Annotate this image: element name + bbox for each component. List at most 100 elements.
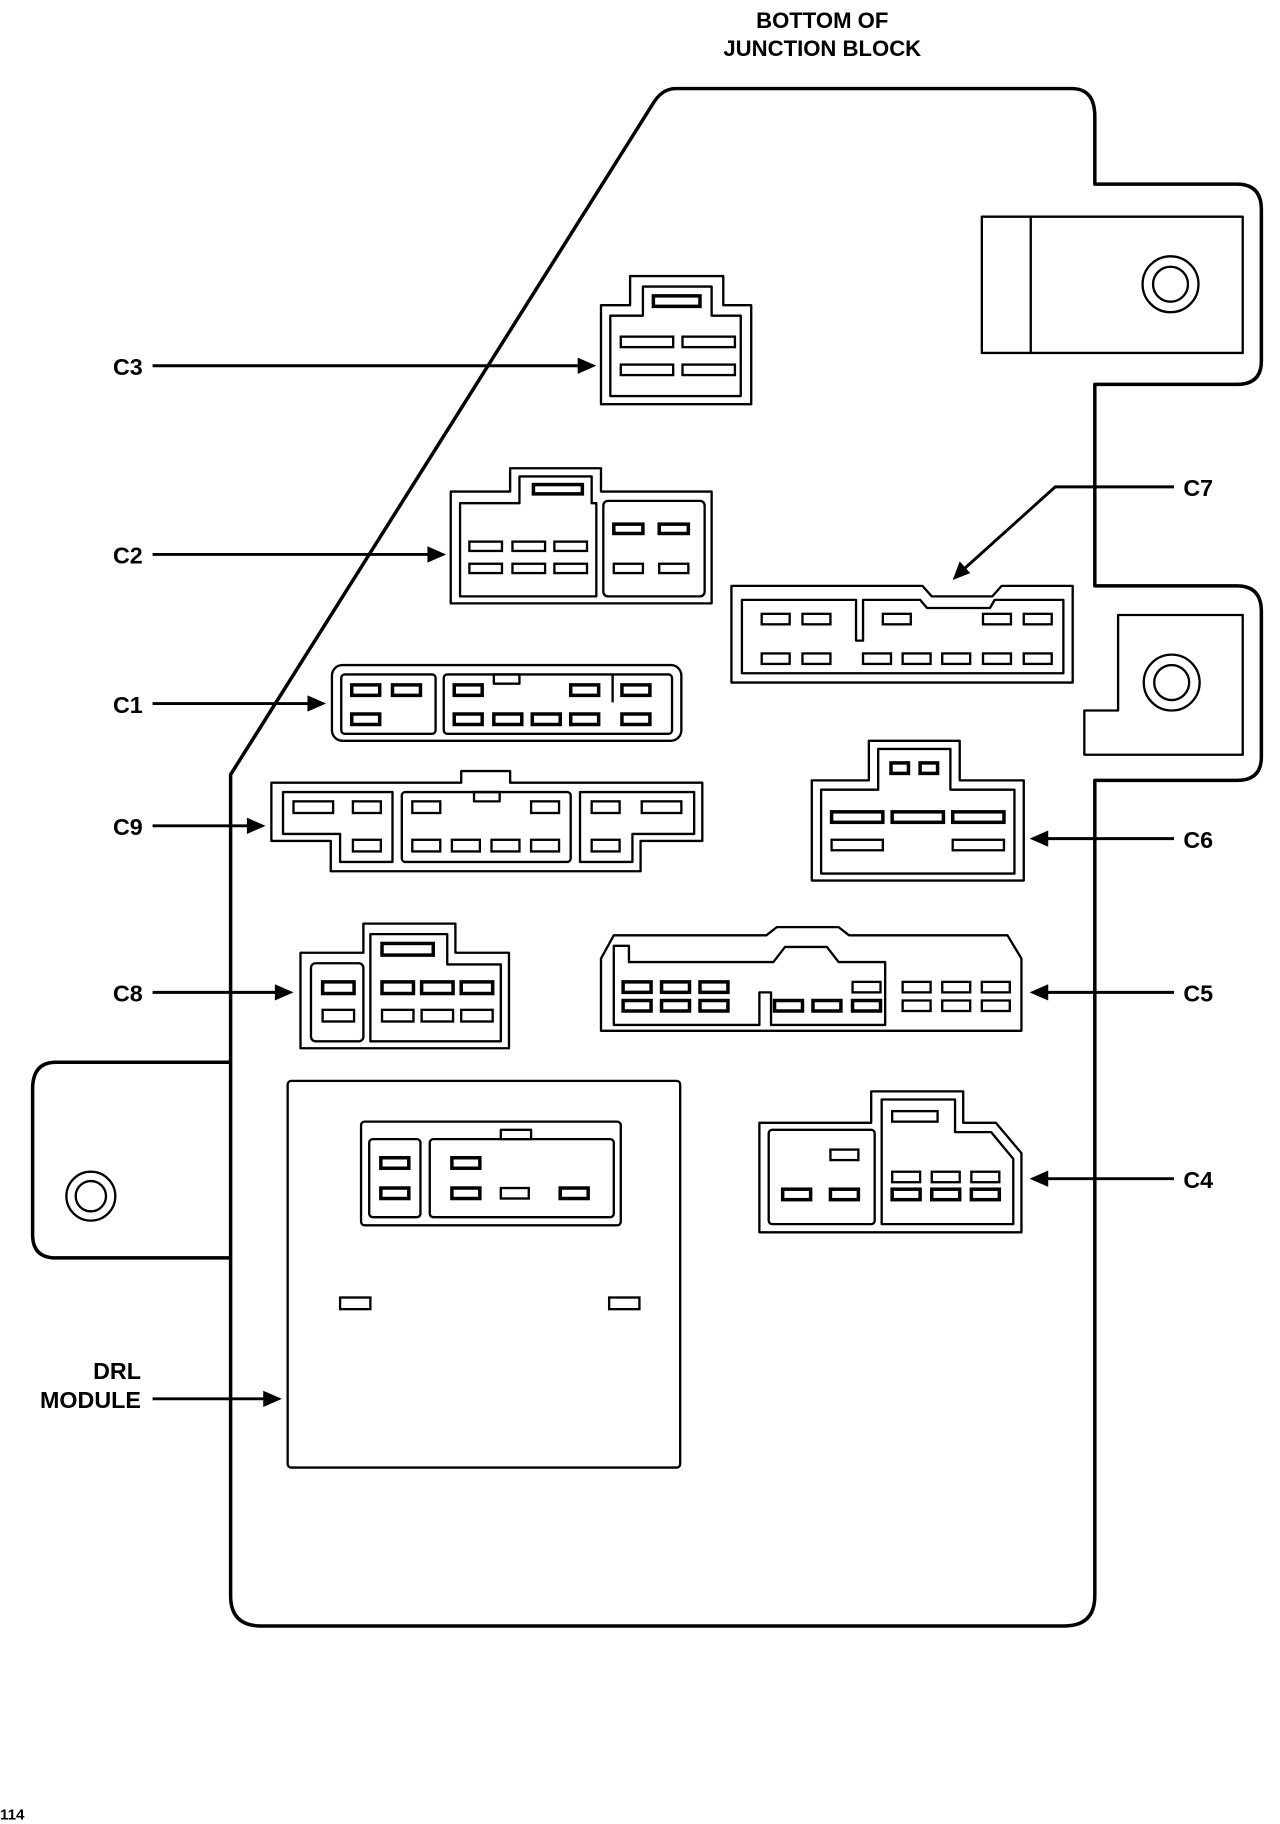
pin — [620, 683, 652, 698]
pin — [351, 838, 383, 853]
module-tab — [338, 1296, 372, 1311]
connector-c5[interactable] — [599, 925, 1023, 1032]
pin — [980, 980, 1011, 994]
pin — [511, 540, 547, 553]
drl-module[interactable] — [286, 1079, 682, 1469]
pin — [850, 998, 883, 1013]
pin — [941, 980, 972, 994]
pin — [420, 1008, 455, 1023]
pin — [760, 612, 791, 626]
pin — [659, 980, 692, 995]
arrow-icon — [1029, 830, 1049, 847]
pin — [529, 800, 561, 815]
pin — [450, 838, 482, 853]
pin — [490, 838, 521, 853]
connector-c9[interactable] — [270, 769, 704, 873]
callout-c9: C9 — [113, 814, 266, 840]
pin — [292, 800, 335, 815]
connector-c1[interactable] — [330, 663, 683, 742]
callout-c8: C8 — [113, 981, 294, 1007]
pin — [452, 683, 484, 698]
pin — [452, 712, 484, 727]
pin — [981, 652, 1013, 666]
pin — [1022, 652, 1053, 666]
arrow-icon — [577, 357, 597, 374]
pin — [760, 652, 791, 666]
arrow-icon — [1029, 984, 1049, 1001]
lower-right-mount-hole-inner — [1153, 663, 1191, 702]
arrow-icon — [952, 561, 971, 581]
callout-c4: C4 — [1029, 1167, 1213, 1193]
pin — [772, 998, 805, 1013]
arrow-icon — [246, 817, 266, 834]
pin — [590, 800, 621, 815]
pin — [981, 612, 1013, 626]
upper-right-mount-hole-inner — [1151, 265, 1190, 303]
label-c6: C6 — [1183, 827, 1213, 853]
pin — [890, 1170, 922, 1184]
pin — [951, 838, 1006, 852]
connector-c3[interactable] — [599, 274, 753, 406]
pin — [950, 810, 1006, 825]
pin — [351, 800, 383, 815]
pin — [829, 1148, 860, 1162]
pin — [529, 838, 561, 853]
pin — [349, 683, 382, 698]
pin — [890, 1187, 922, 1202]
connector-c2[interactable] — [449, 467, 713, 605]
pin — [970, 1170, 1001, 1184]
pin — [657, 522, 691, 536]
figure-number: 114 — [0, 1806, 25, 1823]
junction-block-outline — [228, 86, 1264, 1628]
pin — [379, 1186, 411, 1201]
label-c7: C7 — [1183, 475, 1213, 501]
connector-c6[interactable] — [810, 739, 1025, 882]
pin — [619, 335, 675, 349]
lower-right-bracket — [1083, 613, 1244, 756]
label-c5: C5 — [1183, 981, 1213, 1007]
connector-c4[interactable] — [758, 1090, 1023, 1234]
pin — [851, 980, 882, 994]
callout-c7: C7 — [952, 475, 1213, 581]
label-c8: C8 — [113, 981, 143, 1007]
pin — [349, 712, 382, 727]
arrow-icon — [307, 695, 327, 712]
pin — [941, 999, 972, 1013]
callout-c2: C2 — [113, 543, 447, 569]
pin — [450, 1186, 482, 1201]
callout-drl-module: DRL MODULE — [40, 1358, 282, 1413]
pin — [828, 1187, 861, 1202]
pin — [411, 838, 442, 853]
pin — [811, 998, 843, 1013]
connector-c8[interactable] — [299, 922, 511, 1050]
pin — [881, 612, 912, 626]
connector-c7[interactable] — [730, 584, 1074, 684]
pin — [930, 1187, 962, 1202]
arrow-icon — [1029, 1170, 1049, 1187]
pin — [651, 294, 702, 309]
pin — [801, 612, 832, 626]
pin — [320, 980, 356, 996]
left-mount-hole-outer — [65, 1170, 117, 1222]
pin — [568, 683, 601, 698]
pin — [612, 562, 645, 575]
pin — [621, 998, 653, 1013]
pin — [619, 363, 675, 377]
pin — [450, 1156, 482, 1170]
pin — [901, 652, 932, 666]
pin — [969, 1187, 1002, 1202]
pin — [419, 980, 455, 996]
pin — [468, 562, 504, 575]
pin — [830, 838, 885, 852]
pin — [468, 540, 504, 553]
pin — [620, 712, 652, 727]
pin — [568, 712, 601, 727]
callout-c3: C3 — [113, 354, 597, 380]
pin — [681, 363, 737, 377]
pin — [492, 712, 524, 727]
pin — [459, 980, 495, 996]
label-c9: C9 — [113, 814, 143, 840]
junction-block-body — [30, 86, 1264, 1628]
upper-right-mount-hole-outer — [1141, 255, 1200, 314]
pin — [890, 1109, 939, 1123]
